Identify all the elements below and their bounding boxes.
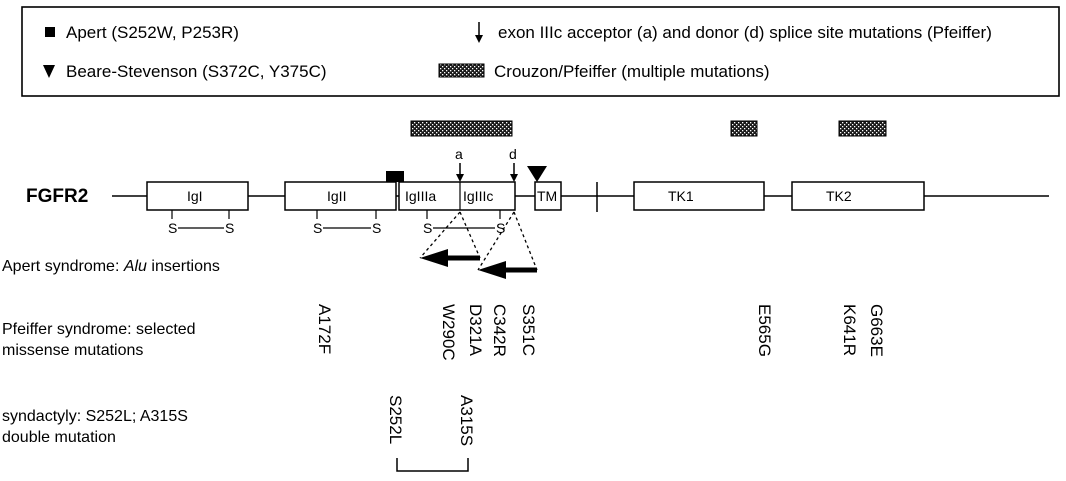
syndactyly-label-line1: syndactyly: S252L; A315S [2, 408, 188, 425]
disulfide-igIII: S S [423, 210, 505, 236]
legend-frame [21, 6, 1060, 97]
mutation-c342r: C342R [490, 304, 509, 357]
apert-marker [386, 171, 404, 182]
domain-igI: IgI [146, 181, 249, 211]
alu-insertion-1 [419, 211, 481, 267]
double-mutation-bracket [396, 458, 469, 472]
domain-tk1: TK1 [633, 181, 765, 211]
syndactyly-mutations: S252L A315S [386, 395, 476, 472]
svg-text:S: S [313, 220, 322, 236]
svg-text:S: S [496, 220, 505, 236]
mutation-a172f: A172F [315, 304, 334, 354]
apert-alu-label: Apert syndrome: Alu insertions [2, 258, 220, 275]
mutation-s252l: S252L [386, 395, 405, 444]
domain-igII: IgII [284, 181, 397, 211]
beare-triangle-icon [43, 65, 55, 78]
crouzon-bar-ig3 [410, 120, 513, 137]
mutation-d321a: D321A [466, 304, 485, 357]
mutation-a315s: A315S [457, 395, 476, 446]
apert-square-icon [45, 27, 55, 37]
svg-text:S: S [225, 220, 234, 236]
svg-text:S: S [168, 220, 177, 236]
pfeiffer-label-line2: missense mutations [2, 342, 143, 359]
svg-text:IgI: IgI [187, 188, 203, 204]
svg-text:TK2: TK2 [826, 188, 852, 204]
crouzon-bar-tk1 [730, 120, 758, 137]
legend: Apert (S252W, P253R) Beare-Stevenson (S3… [21, 6, 1060, 97]
mutation-g663e: G663E [867, 304, 886, 357]
domain-tm: TM [534, 181, 562, 211]
splice-arrow-d: d [509, 146, 518, 182]
pfeiffer-label-line1: Pfeiffer syndrome: selected [2, 321, 196, 338]
domain-igIIIc-label: IgIIIc [463, 188, 493, 204]
legend-beare: Beare-Stevenson (S372C, Y375C) [66, 62, 327, 81]
splice-label-a: a [455, 146, 463, 162]
svg-text:TM: TM [537, 188, 557, 204]
beare-marker [527, 166, 547, 182]
legend-splice: exon IIIc acceptor (a) and donor (d) spl… [498, 23, 992, 42]
pfeiffer-mutations: A172F W290C D321A C342R S351C E565G K641… [315, 304, 886, 361]
legend-crouzon: Crouzon/Pfeiffer (multiple mutations) [494, 62, 770, 81]
splice-label-d: d [509, 146, 517, 162]
alu-insertion-2 [477, 211, 538, 279]
svg-text:IgII: IgII [327, 188, 346, 204]
splice-arrow-a: a [455, 146, 464, 182]
crouzon-bar-tk2 [838, 120, 887, 137]
syndactyly-label-line2: double mutation [2, 429, 116, 446]
domain-igIIIa-label: IgIIIa [405, 188, 436, 204]
svg-text:S: S [423, 220, 432, 236]
gene-label: FGFR2 [26, 186, 88, 207]
domain-tk2: TK2 [791, 181, 925, 211]
svg-text:S: S [372, 220, 381, 236]
mutation-w290c: W290C [439, 304, 458, 361]
mutation-s351c: S351C [519, 304, 538, 356]
legend-apert: Apert (S252W, P253R) [66, 23, 239, 42]
crouzon-stipple-icon [438, 63, 485, 78]
mutation-e565g: E565G [755, 304, 774, 357]
disulfide-igI: S S [168, 210, 234, 236]
mutation-k641r: K641R [840, 304, 859, 356]
disulfide-igII: S S [313, 210, 381, 236]
svg-text:TK1: TK1 [668, 188, 694, 204]
splice-arrow-icon [475, 22, 483, 43]
domain-igIII: IgIIIa IgIIIc [398, 181, 516, 211]
